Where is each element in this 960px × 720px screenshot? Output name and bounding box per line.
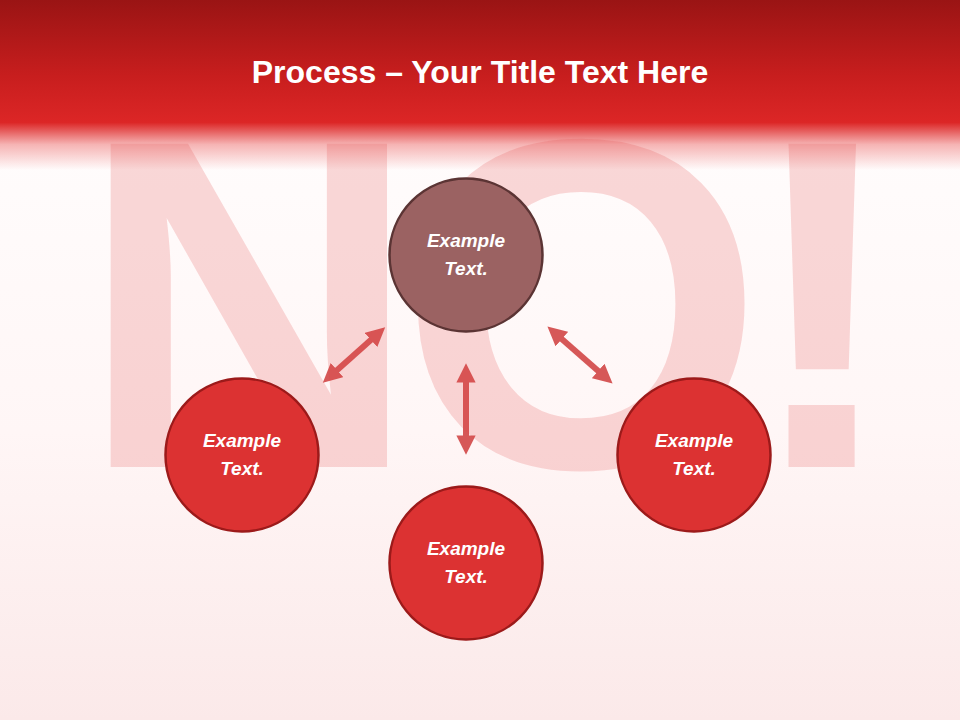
circle-shape: [390, 179, 543, 332]
double-arrow: [553, 331, 607, 378]
node-text-holder: Example Text.: [388, 485, 544, 641]
node-text-holder: Example Text.: [388, 177, 544, 333]
circle-outline: [164, 377, 320, 533]
process-circle: Example Text.: [164, 377, 320, 533]
double-arrow: [329, 332, 380, 377]
node-label: Example Text.: [411, 535, 521, 592]
circle-outline: [388, 485, 544, 641]
double-arrow: [463, 371, 469, 447]
circle-shape: [618, 379, 771, 532]
node-label: Example Text.: [411, 227, 521, 284]
node-label: Example Text.: [187, 427, 297, 484]
node-text-holder: Example Text.: [164, 377, 320, 533]
circle-outline: [388, 177, 544, 333]
slide-title: Process – Your Title Text Here: [0, 54, 960, 91]
circle-shape: [390, 487, 543, 640]
node-label: Example Text.: [639, 427, 749, 484]
process-circle: Example Text.: [388, 177, 544, 333]
circle-shape: [166, 379, 319, 532]
node-text-holder: Example Text.: [616, 377, 772, 533]
process-circle: Example Text.: [388, 485, 544, 641]
process-circle: Example Text.: [616, 377, 772, 533]
circle-outline: [616, 377, 772, 533]
